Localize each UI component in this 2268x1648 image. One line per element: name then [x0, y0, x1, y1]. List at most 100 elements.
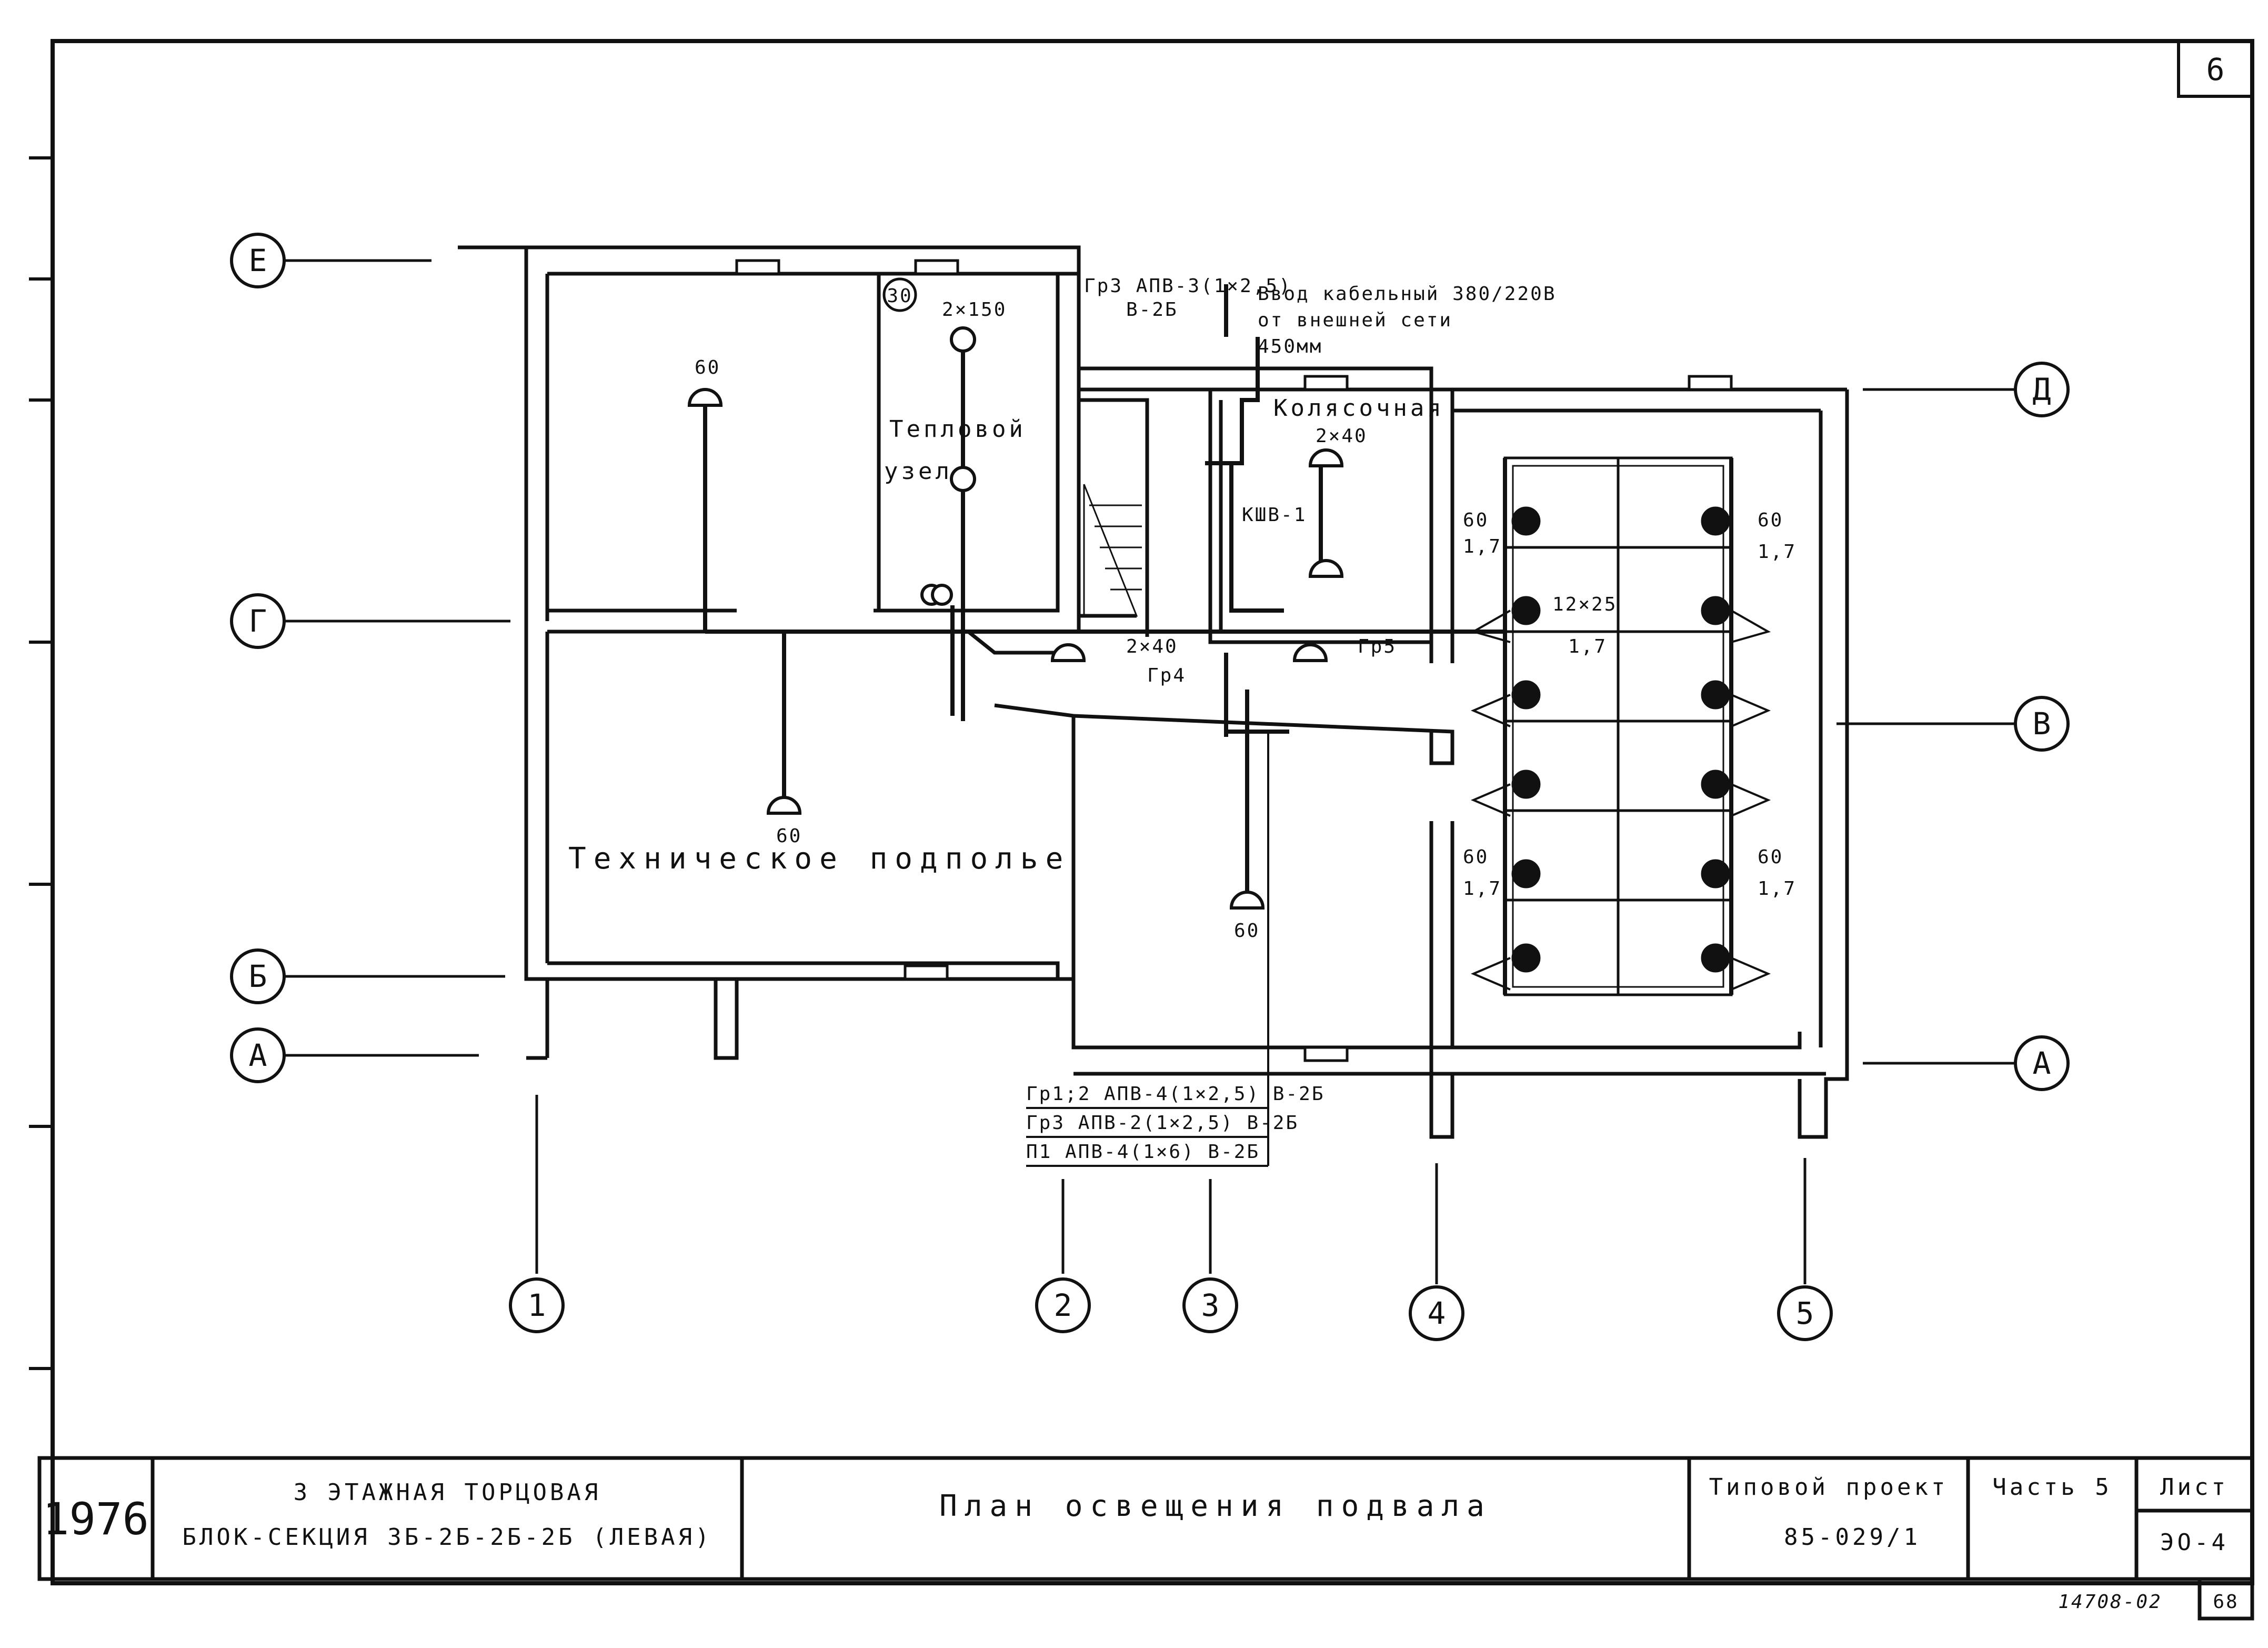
riser-label-rules: [1026, 732, 1269, 1167]
axis-col-4: [1409, 1285, 1464, 1341]
svg-text:В: В: [2033, 706, 2051, 742]
riser-label-1: Гр1;2 АПВ-4(1×2,5) В-2Б: [1026, 1083, 1325, 1105]
row-axis-labels: Е Д Г В Б А А: [249, 243, 2051, 1081]
svg-text:12×25: 12×25: [1552, 594, 1617, 615]
stair: [1083, 484, 1142, 617]
project-number: 85-029/1: [1784, 1524, 1921, 1551]
row-axis-markers: [230, 233, 2070, 1091]
object-line2: БЛОК-СЕКЦИЯ 3Б-2Б-2Б-2Б (ЛЕВАЯ): [182, 1524, 712, 1551]
svg-text:А: А: [2033, 1045, 2051, 1081]
stroller-cells: [1503, 456, 1733, 996]
project-label: Типовой проект: [1709, 1474, 1949, 1501]
footer-code: 14708-02: [2058, 1591, 2162, 1613]
fixture-labels: 60 2×150 60 60 2×40 2×40 12×25 1,7 60 1,…: [695, 299, 1797, 942]
cell-switch-triangles: [1470, 610, 1771, 991]
axis-lines: [284, 259, 2015, 1284]
svg-text:2: 2: [1054, 1287, 1072, 1323]
room-labels: 30 Тепловой узел Колясочная Техническое …: [568, 277, 1444, 876]
svg-text:2×40: 2×40: [1316, 425, 1368, 447]
svg-text:1,7: 1,7: [1758, 541, 1797, 563]
lamp-stroller-1: [1308, 448, 1344, 467]
svg-text:1,7: 1,7: [1463, 878, 1502, 900]
svg-text:Д: Д: [2033, 372, 2051, 407]
svg-text:2×150: 2×150: [942, 299, 1007, 321]
riser-label-3: П1 АПВ-4(1×6) В-2Б: [1026, 1141, 1260, 1163]
axis-row-b: [230, 948, 286, 1004]
group4-label: Гр4: [1147, 665, 1186, 686]
lamps: [687, 326, 1344, 910]
heat-node-number: 30: [887, 285, 912, 307]
svg-text:5: 5: [1796, 1295, 1814, 1331]
sheet-frame: [51, 39, 2254, 1585]
axis-col-3: [1182, 1277, 1238, 1333]
sheet-label: Лист: [2160, 1474, 2229, 1501]
window-marks: [735, 259, 1733, 1062]
svg-text:1,7: 1,7: [1463, 536, 1502, 557]
svg-text:1,7: 1,7: [1758, 878, 1797, 900]
lamp-corridor-1: [1050, 643, 1086, 662]
svg-text:60: 60: [1758, 510, 1783, 531]
lamp-tech-2: [1229, 891, 1265, 910]
lamp-corridor-2: [1292, 643, 1328, 662]
svg-text:4: 4: [1428, 1295, 1446, 1331]
left-edge-ticks: [29, 156, 53, 1370]
tech-underfloor-label: Техническое подполье: [568, 842, 1070, 876]
axis-row-d: [2014, 362, 2070, 417]
footer-page: 68: [2213, 1591, 2239, 1613]
svg-text:60: 60: [1234, 920, 1260, 942]
column-axis-markers: [509, 1277, 1833, 1341]
title-block-text: 1976 3 ЭТАЖНАЯ ТОРЦОВАЯ БЛОК-СЕКЦИЯ 3Б-2…: [43, 1474, 2239, 1613]
svg-text:60: 60: [1758, 846, 1783, 868]
axis-col-5: [1777, 1285, 1833, 1341]
group3-top-sub: В-2Б: [1126, 299, 1178, 321]
svg-text:А: А: [249, 1037, 267, 1073]
svg-text:60: 60: [1463, 510, 1489, 531]
panel-kshv: КШВ-1: [1242, 504, 1307, 526]
cable-labels: Ввод кабельный 380/220В от внешней сети …: [1026, 275, 1557, 1163]
axis-row-a-left: [230, 1027, 286, 1083]
sheet-number: ЭО-4: [2160, 1529, 2229, 1556]
group3-top: Гр3 АПВ-3(1×2,5): [1084, 275, 1292, 297]
lamp-2x150-bottom: [950, 466, 976, 492]
axis-row-g: [230, 593, 286, 649]
heat-node-label-2: узел: [884, 458, 952, 485]
wiring: [703, 284, 1733, 995]
lamp-tech-1: [766, 796, 802, 815]
heat-node-number-circle: [882, 277, 917, 312]
column-axis-labels: 1 2 3 4 5: [528, 1287, 1814, 1331]
svg-text:60: 60: [776, 825, 802, 847]
corner-number: 6: [2206, 52, 2225, 87]
svg-text:1: 1: [528, 1287, 546, 1323]
axis-row-a-right: [2014, 1035, 2070, 1091]
part-label: Часть 5: [1992, 1474, 2112, 1501]
lamp-heat-node: [687, 388, 723, 407]
year: 1976: [43, 1493, 149, 1545]
cable-inlet-line2: от внешней сети: [1258, 309, 1452, 331]
drawing-title: План освещения подвала: [939, 1489, 1492, 1523]
heat-node-label-1: Тепловой: [889, 416, 1026, 443]
cable-inlet-line1: Ввод кабельный 380/220В: [1258, 283, 1557, 305]
svg-text:Г: Г: [249, 603, 267, 639]
svg-text:3: 3: [1201, 1287, 1220, 1323]
stroller-room-label: Колясочная: [1273, 395, 1444, 422]
svg-text:Б: Б: [249, 958, 267, 994]
riser-label-2: Гр3 АПВ-2(1×2,5) В-2Б: [1026, 1112, 1299, 1134]
group5-label: Гр5: [1358, 636, 1397, 657]
axis-col-1: [509, 1277, 565, 1333]
cell-lamps: [1511, 506, 1730, 973]
building-walls: [458, 245, 1849, 1139]
svg-text:Е: Е: [249, 243, 267, 278]
svg-text:2×40: 2×40: [1126, 636, 1178, 657]
lamp-stroller-2: [1308, 559, 1344, 578]
svg-text:60: 60: [1463, 846, 1489, 868]
svg-text:60: 60: [695, 357, 720, 378]
corner-number-box: [2177, 39, 2254, 98]
svg-text:1,7: 1,7: [1568, 636, 1607, 657]
title-block: [37, 1456, 2254, 1621]
axis-row-e: [230, 233, 286, 288]
lamp-2x150-top: [950, 326, 976, 353]
axis-col-2: [1035, 1277, 1091, 1333]
object-line1: 3 ЭТАЖНАЯ ТОРЦОВАЯ: [294, 1479, 601, 1506]
cable-depth: 450мм: [1258, 336, 1322, 357]
